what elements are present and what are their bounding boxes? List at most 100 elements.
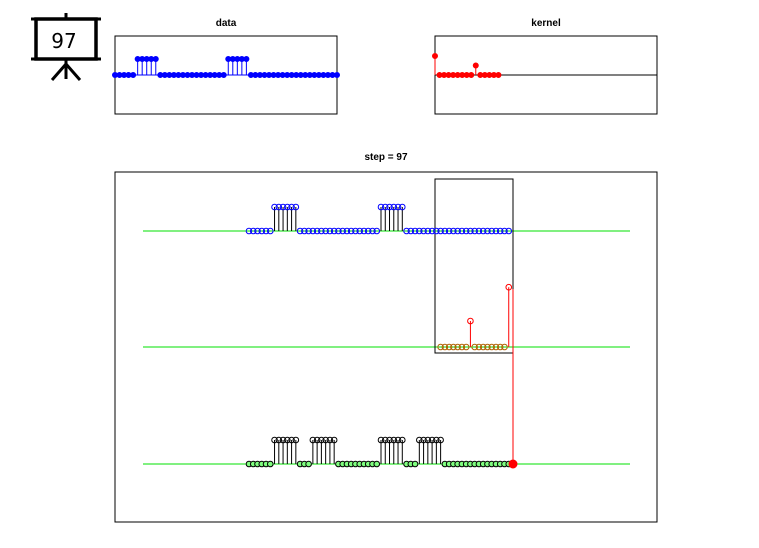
result-track-marker [381, 436, 389, 444]
data-track-point-marker [279, 203, 287, 211]
data-track-point-marker [484, 227, 491, 235]
data-track-point-marker [271, 203, 278, 211]
result-track-marker [322, 436, 329, 444]
data-track-point-marker [301, 227, 308, 235]
data-track-stems [245, 203, 513, 235]
data-track-point-marker [437, 227, 444, 235]
data-track-point-marker [381, 203, 389, 211]
data-track-point-marker [428, 227, 436, 235]
data-track-point-marker [377, 203, 385, 211]
data-track-point-marker [284, 203, 291, 211]
kernel-panel-title: kernel [531, 18, 561, 29]
kernel-track-marker [471, 343, 478, 351]
data-track-point-marker [352, 227, 359, 235]
step-panel: step = 97 [114, 152, 658, 523]
kernel-track-marker [505, 283, 513, 291]
data-track-point-marker [326, 227, 334, 235]
data-track-point-marker [322, 227, 329, 235]
result-track-marker [437, 436, 444, 444]
result-track-marker [284, 436, 291, 444]
result-track-marker [313, 436, 321, 444]
data-track-point-marker [254, 227, 261, 235]
data-track-point-marker [262, 227, 270, 235]
kernel-track-marker [488, 343, 496, 351]
data-track-point-marker [347, 227, 355, 235]
data-track-point-marker [258, 227, 266, 235]
data-track-point-marker [356, 227, 364, 235]
kernel-track-marker [467, 317, 474, 325]
data-track-point-marker [305, 227, 312, 235]
data-track-point-marker [488, 227, 496, 235]
data-track-point-marker [309, 227, 317, 235]
kernel-track-marker [450, 343, 457, 351]
data-point-marker [152, 56, 159, 63]
result-track-marker [279, 436, 287, 444]
data-track-point-marker [462, 227, 470, 235]
data-panel: data [112, 18, 340, 115]
kernel-track-marker [475, 343, 483, 351]
result-track-stems [245, 436, 517, 468]
data-track-point-marker [398, 203, 406, 211]
result-track-marker [318, 436, 325, 444]
data-track-point-marker [501, 227, 508, 235]
result-track-marker [373, 460, 381, 468]
data-track-point-marker [450, 227, 457, 235]
kernel-track-marker [462, 343, 470, 351]
result-track-marker [398, 436, 406, 444]
result-track-marker [309, 436, 317, 444]
data-track-point-marker [394, 203, 402, 211]
data-track-point-marker [441, 227, 449, 235]
data-track-point-marker [492, 227, 500, 235]
result-track-marker [326, 436, 334, 444]
result-track-marker [266, 460, 274, 468]
data-track-point-marker [373, 227, 381, 235]
result-track-marker [428, 436, 436, 444]
data-track-point-marker [411, 227, 419, 235]
data-track-point-marker [445, 227, 453, 235]
data-track-point-marker [467, 227, 474, 235]
data-point-marker [243, 56, 250, 63]
data-track-point-marker [390, 203, 398, 211]
data-track-point-marker [318, 227, 325, 235]
data-track-point-marker [364, 227, 372, 235]
kernel-panel: kernel [431, 18, 658, 115]
data-track-point-marker [471, 227, 478, 235]
data-stems [112, 56, 340, 79]
data-track-point-marker [475, 227, 483, 235]
result-track-marker [292, 436, 300, 444]
data-track-point-marker [454, 227, 461, 235]
data-track-point-marker [407, 227, 415, 235]
result-track-marker [433, 436, 440, 444]
kernel-track-marker [437, 343, 444, 351]
result-track-marker [377, 436, 385, 444]
kernel-track-marker [496, 343, 504, 351]
data-track-point-marker [505, 227, 513, 235]
result-track-marker [271, 436, 278, 444]
data-track-point-marker [292, 203, 300, 211]
result-track-marker [386, 436, 393, 444]
result-track-marker [275, 436, 283, 444]
data-track-point-marker [330, 227, 338, 235]
kernel-track-marker [441, 343, 449, 351]
data-track-point-marker [369, 227, 376, 235]
kernel-window-box [434, 178, 514, 354]
data-track-point-marker [296, 227, 304, 235]
data-track-point-marker [416, 227, 423, 235]
result-track-marker [411, 460, 419, 468]
data-track-point-marker [266, 227, 274, 235]
result-track-marker [416, 436, 423, 444]
kernel-track-marker [501, 343, 508, 351]
result-track-marker [420, 436, 427, 444]
kernel-track-marker [492, 343, 500, 351]
data-track-point-marker [335, 227, 342, 235]
current-output-point [508, 459, 518, 469]
result-track-marker [330, 436, 338, 444]
data-track-point-marker [275, 203, 283, 211]
kernel-point-marker [468, 72, 475, 79]
result-track-marker [424, 436, 432, 444]
data-track-point-marker [360, 227, 368, 235]
current-output-marker [508, 289, 518, 469]
kernel-track-marker [454, 343, 461, 351]
data-track-point-marker [403, 227, 410, 235]
